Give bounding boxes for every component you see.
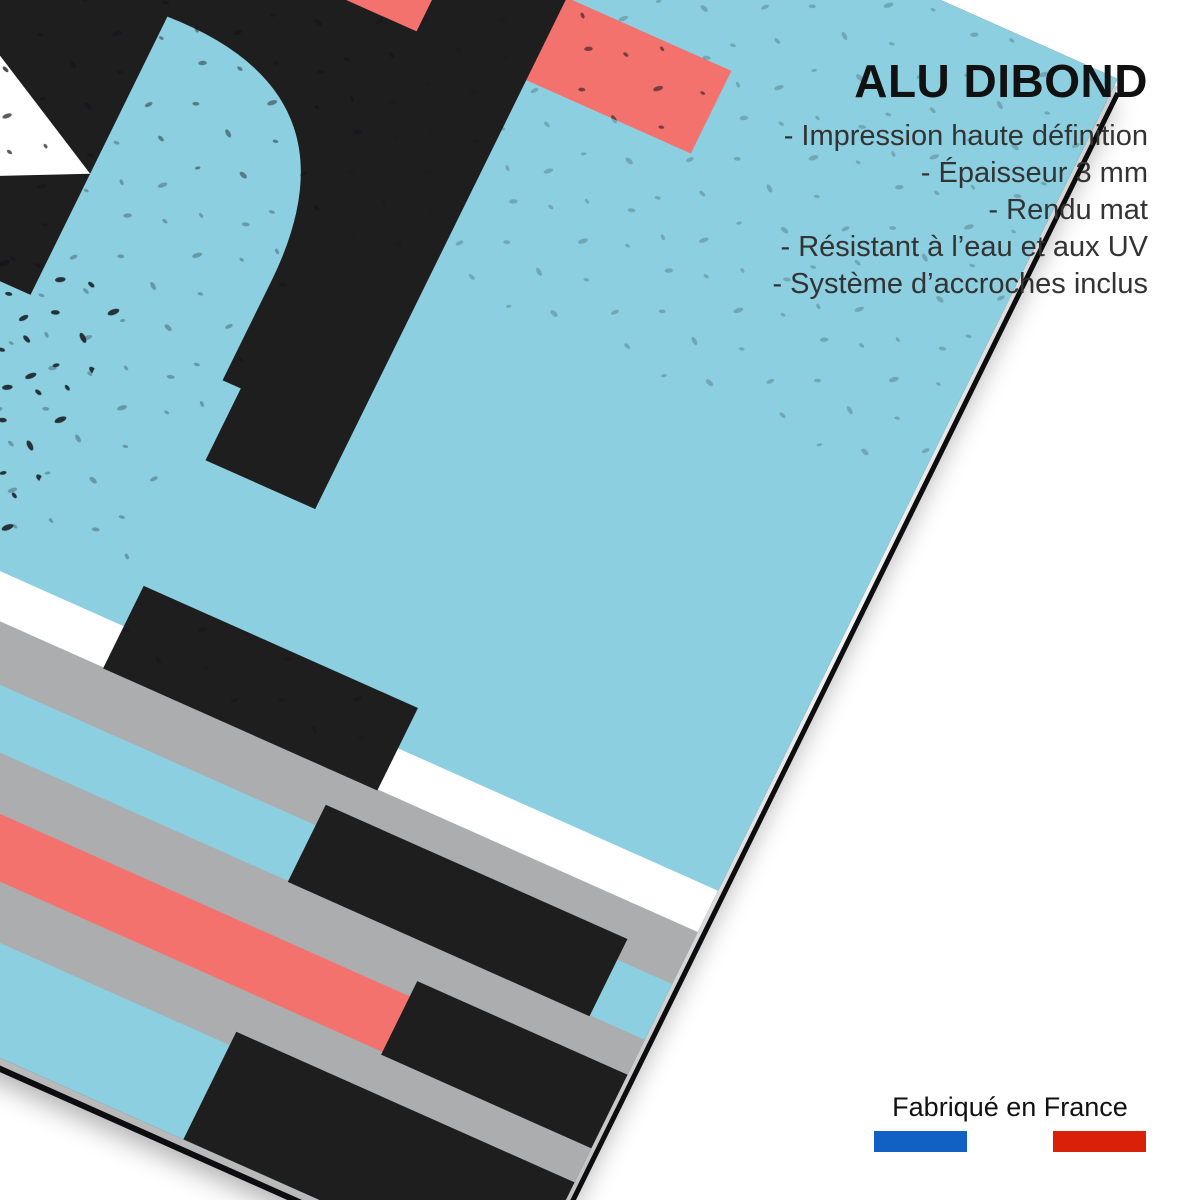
- alu-dibond-panel: [0, 0, 1121, 1200]
- page-title: ALU DIBOND: [854, 55, 1148, 107]
- feature-item: - Impression haute définition: [783, 120, 1148, 152]
- made-in-france-label: Fabriqué en France: [892, 1092, 1128, 1122]
- feature-item: - Rendu mat: [988, 194, 1148, 226]
- french-flag-icon: [874, 1131, 1146, 1152]
- flag-bar-blue: [874, 1131, 967, 1152]
- artwork-vector: [0, 0, 1118, 1200]
- feature-list: - Impression haute définition - Épaisseu…: [678, 118, 1148, 303]
- artwork-surface: [0, 0, 1118, 1200]
- feature-item: - Épaisseur 3 mm: [920, 157, 1148, 189]
- flag-bar-red: [1053, 1131, 1146, 1152]
- panel-body: [0, 0, 1118, 1200]
- product-info-block: ALU DIBOND - Impression haute définition…: [678, 58, 1148, 303]
- made-in-france-badge: Fabriqué en France: [874, 1094, 1146, 1152]
- feature-item: - Résistant à l’eau et aux UV: [780, 231, 1148, 263]
- feature-item: - Système d’accroches inclus: [772, 268, 1148, 300]
